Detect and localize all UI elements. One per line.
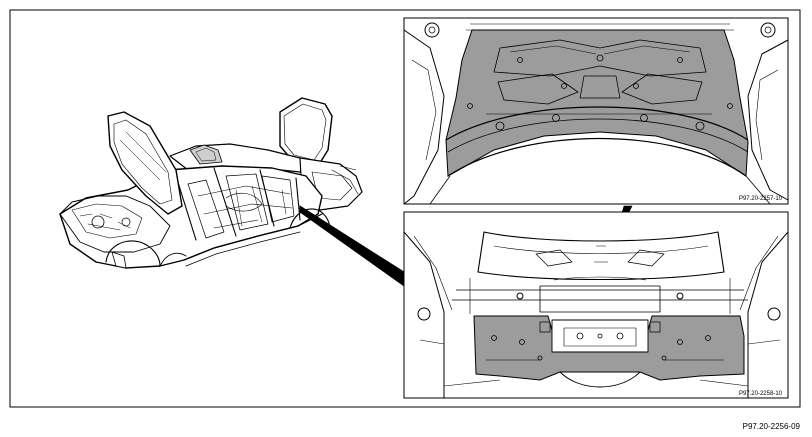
top-highlighted-panel (445, 29, 749, 177)
bottom-detail-ref: P97.20-2258-10 (739, 391, 783, 397)
car-body-illustration (59, 97, 363, 269)
bottom-detail-panel: P97.20-2258-10 (403, 211, 789, 399)
figure-caption: P97.20-2256-09 (743, 422, 801, 431)
top-detail-panel: P97.20-2257-10 (403, 17, 789, 205)
top-detail-ref: P97.20-2257-10 (739, 196, 783, 202)
